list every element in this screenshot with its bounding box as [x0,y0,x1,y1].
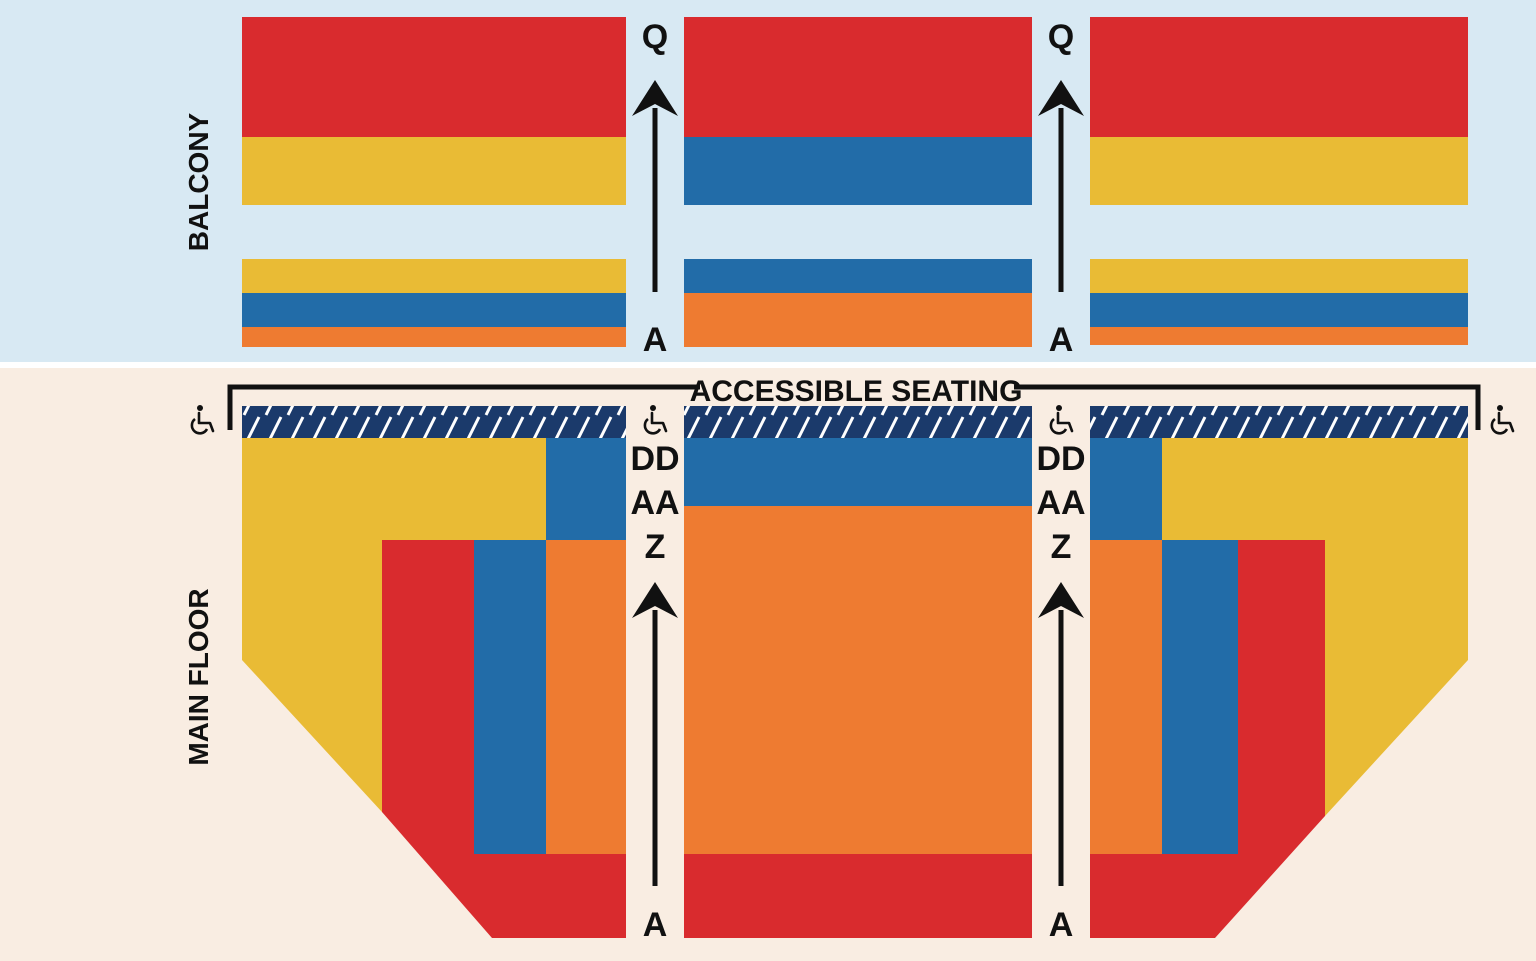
floor-right-red[interactable] [1090,540,1325,938]
balcony-right-yellow-lower[interactable] [1090,259,1468,293]
balcony-center-orange[interactable] [684,293,1032,347]
balcony-right-red[interactable] [1090,17,1468,137]
wheelchair-icon [643,405,668,435]
aisle-row-label: DD [1036,440,1085,478]
floor-right-blue-lower[interactable] [1162,540,1238,854]
accessible-seating-row-right[interactable] [1090,406,1468,438]
floor-left-blue-upper[interactable] [546,438,626,540]
floor-left-red[interactable] [382,540,626,938]
aisle-row-label-bottom: A [1049,906,1074,944]
aisle-row-label: AA [630,484,679,522]
accessible-seating-row-left[interactable] [242,406,626,438]
floor-left-yellow[interactable] [242,438,546,812]
balcony-left-red[interactable] [242,17,626,137]
floor-center-blue[interactable] [684,438,1032,506]
wheelchair-icon [1490,405,1515,435]
balcony-right-blue[interactable] [1090,293,1468,327]
arrow-up-icon [1038,80,1084,116]
balcony-label: BALCONY [183,112,214,251]
arrow-up-icon [632,80,678,116]
floor-left-blue-lower[interactable] [474,540,546,854]
main-floor-section-center[interactable] [684,438,1032,938]
balcony-right-orange[interactable] [1090,327,1468,345]
bracket-left [227,384,700,430]
main-floor-aisle-left: DD AA Z A [630,440,679,944]
aisle-row-label: Z [645,528,666,566]
floor-right-orange[interactable] [1090,540,1162,854]
balcony-left-yellow-upper[interactable] [242,137,626,205]
main-floor-section-right[interactable] [1090,438,1468,938]
aisle-row-label-bottom: A [1049,321,1074,359]
accessible-seating-label: ACCESSIBLE SEATING [690,375,1023,408]
arrow-up-icon [632,582,678,618]
balcony-aisle-right: Q A [1038,18,1084,359]
balcony-center-blue-lower[interactable] [684,259,1032,293]
arrow-up-icon [1038,582,1084,618]
accessible-seating-bracket: ACCESSIBLE SEATING [227,375,1481,430]
main-floor-section-left[interactable] [242,438,626,938]
aisle-row-label: AA [1036,484,1085,522]
accessible-seating-row-center[interactable] [684,406,1032,438]
balcony-section-center[interactable] [684,17,1032,347]
balcony-left-orange[interactable] [242,327,626,347]
main-floor-label: MAIN FLOOR [183,588,214,765]
balcony-left-yellow-lower[interactable] [242,259,626,293]
aisle-row-label: DD [630,440,679,478]
aisle-row-label: Z [1051,528,1072,566]
section-divider [0,362,1536,368]
balcony-section-right[interactable] [1090,17,1468,345]
wheelchair-icon [1049,405,1074,435]
wheelchair-icon [190,405,215,435]
aisle-row-label-top: Q [642,18,668,56]
floor-right-yellow[interactable] [1162,438,1468,816]
aisle-row-label-bottom: A [643,906,668,944]
balcony-aisle-left: Q A [632,18,678,359]
floor-center-red[interactable] [684,854,1032,938]
aisle-row-label-bottom: A [643,321,668,359]
floor-left-orange[interactable] [546,540,626,854]
floor-right-blue-upper[interactable] [1090,438,1162,540]
floor-center-orange[interactable] [684,506,1032,854]
main-floor-aisle-right: DD AA Z A [1036,440,1085,944]
balcony-right-yellow-upper[interactable] [1090,137,1468,205]
bracket-right [1014,384,1481,430]
balcony-center-blue-upper[interactable] [684,137,1032,205]
balcony-left-blue[interactable] [242,293,626,327]
balcony-section-left[interactable] [242,17,626,347]
balcony-center-red[interactable] [684,17,1032,137]
aisle-row-label-top: Q [1048,18,1074,56]
